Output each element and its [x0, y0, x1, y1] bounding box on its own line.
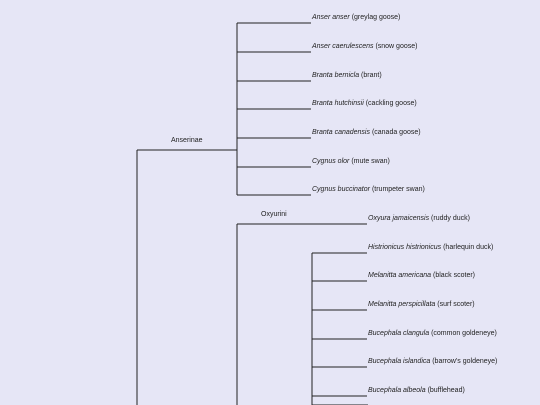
- clade-label-anserinae: Anserinae: [171, 137, 203, 144]
- scientific-name: Bucephala islandica: [368, 358, 431, 365]
- common-name: (bufflehead): [427, 387, 465, 394]
- taxon-label-branta-bernicla: Branta bernicla (brant): [312, 71, 382, 80]
- common-name: (canada goose): [371, 129, 421, 136]
- common-name: (surf scoter): [437, 301, 475, 308]
- taxon-label-branta-hutchinsii: Branta hutchinsii (cackling goose): [312, 99, 417, 108]
- scientific-name: Anser anser: [312, 14, 350, 21]
- taxon-label-branta-canadensis: Branta canadensis (canada goose): [312, 128, 421, 137]
- taxon-label-anser-anser: Anser anser (greylag goose): [312, 13, 400, 22]
- scientific-name: Histrionicus histrionicus: [368, 244, 442, 251]
- scientific-name: Oxyura jamaicensis: [368, 215, 430, 222]
- scientific-name: Branta bernicla: [312, 72, 360, 79]
- scientific-name: Cygnus olor: [312, 158, 350, 165]
- scientific-name: Bucephala albeola: [368, 387, 426, 394]
- taxon-label-melanitta-americana: Melanitta americana (black scoter): [368, 271, 475, 280]
- common-name: (greylag goose): [351, 14, 401, 21]
- common-name: (brant): [361, 72, 382, 79]
- common-name: (common goldeneye): [431, 330, 497, 337]
- taxon-label-bucephala-albeola: Bucephala albeola (bufflehead): [368, 386, 465, 395]
- scientific-name: Branta canadensis: [312, 129, 370, 136]
- common-name: (black scoter): [432, 272, 475, 279]
- scientific-name: Cygnus buccinator: [312, 186, 370, 193]
- scientific-name: Anser caerulescens: [312, 43, 374, 50]
- common-name: (harlequin duck): [443, 244, 494, 251]
- scientific-name: Branta hutchinsii: [312, 100, 364, 107]
- common-name: (ruddy duck): [431, 215, 470, 222]
- taxon-label-anser-caerulescens: Anser caerulescens (snow goose): [312, 42, 417, 51]
- taxon-label-oxyura-jamaicensis: Oxyura jamaicensis (ruddy duck): [368, 214, 470, 223]
- clade-label-oxyurini: Oxyurini: [261, 211, 287, 218]
- taxon-label-bucephala-clangula: Bucephala clangula (common goldeneye): [368, 329, 497, 338]
- taxon-label-cygnus-olor: Cygnus olor (mute swan): [312, 157, 390, 166]
- common-name: (snow goose): [375, 43, 418, 50]
- common-name: (mute swan): [351, 158, 390, 165]
- taxon-label-bucephala-islandica: Bucephala islandica (barrow's goldeneye): [368, 357, 497, 366]
- taxon-label-cygnus-buccinator: Cygnus buccinator (trumpeter swan): [312, 185, 425, 194]
- taxon-label-melanitta-perspicillata: Melanitta perspicillata (surf scoter): [368, 300, 475, 309]
- scientific-name: Bucephala clangula: [368, 330, 430, 337]
- scientific-name: Melanitta perspicillata: [368, 301, 436, 308]
- common-name: (trumpeter swan): [371, 186, 425, 193]
- common-name: (cackling goose): [365, 100, 417, 107]
- scientific-name: Melanitta americana: [368, 272, 432, 279]
- common-name: (barrow's goldeneye): [432, 358, 498, 365]
- taxon-label-histrionicus-histrionicus: Histrionicus histrionicus (harlequin duc…: [368, 243, 493, 252]
